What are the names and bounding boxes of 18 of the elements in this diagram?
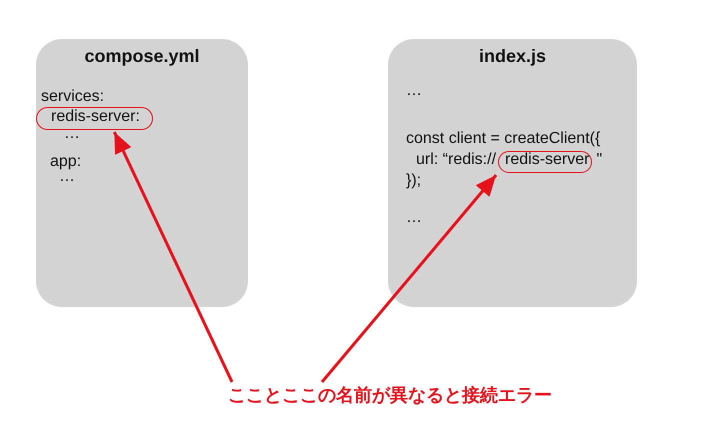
code-line: ": [596, 151, 602, 168]
annotation-text: こことここの名前が異なると接続エラー: [228, 384, 552, 408]
code-line: services:: [41, 88, 104, 104]
file-panel: [36, 39, 248, 307]
panel-title: index.js: [478, 46, 546, 66]
code-line: const client = createClient({: [406, 130, 600, 146]
code-line: app:: [50, 152, 82, 170]
code-text: redis-server: [505, 151, 590, 168]
file-panel: [388, 39, 637, 307]
arrow: [112, 131, 234, 383]
code-line: …: [406, 208, 422, 226]
code-line: });: [406, 172, 422, 188]
panel-title: compose.yml: [84, 46, 200, 66]
code-line: …: [406, 82, 422, 99]
code-text: redis-server:: [51, 108, 140, 125]
arrow: [320, 174, 498, 383]
code-line: url: “redis://: [416, 151, 496, 168]
code-line: …: [64, 124, 80, 142]
